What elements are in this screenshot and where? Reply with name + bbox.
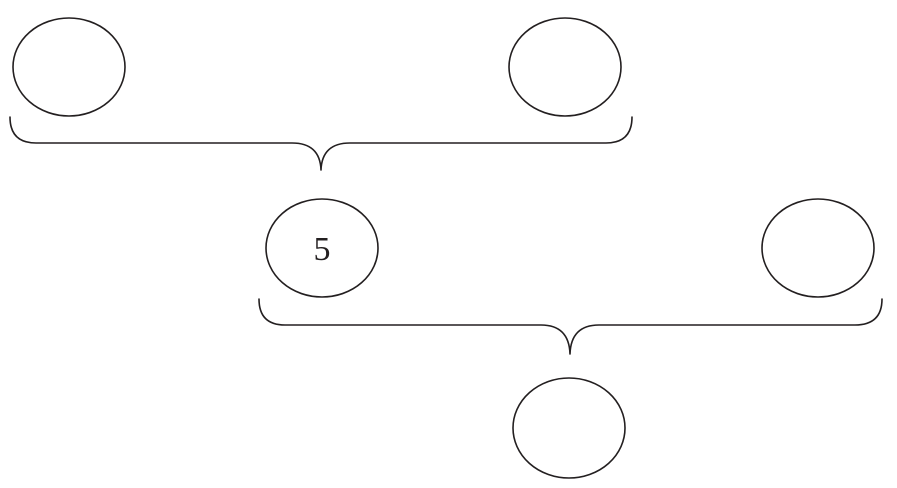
top-right-circle: [508, 17, 622, 117]
middle-right-circle: [761, 198, 875, 298]
middle-left-circle: [265, 198, 379, 298]
top-brace: [9, 116, 633, 171]
bottom-circle: [512, 377, 626, 479]
middle-left-value: 5: [314, 231, 331, 268]
top-left-circle: [12, 17, 126, 117]
bottom-brace: [258, 298, 883, 355]
